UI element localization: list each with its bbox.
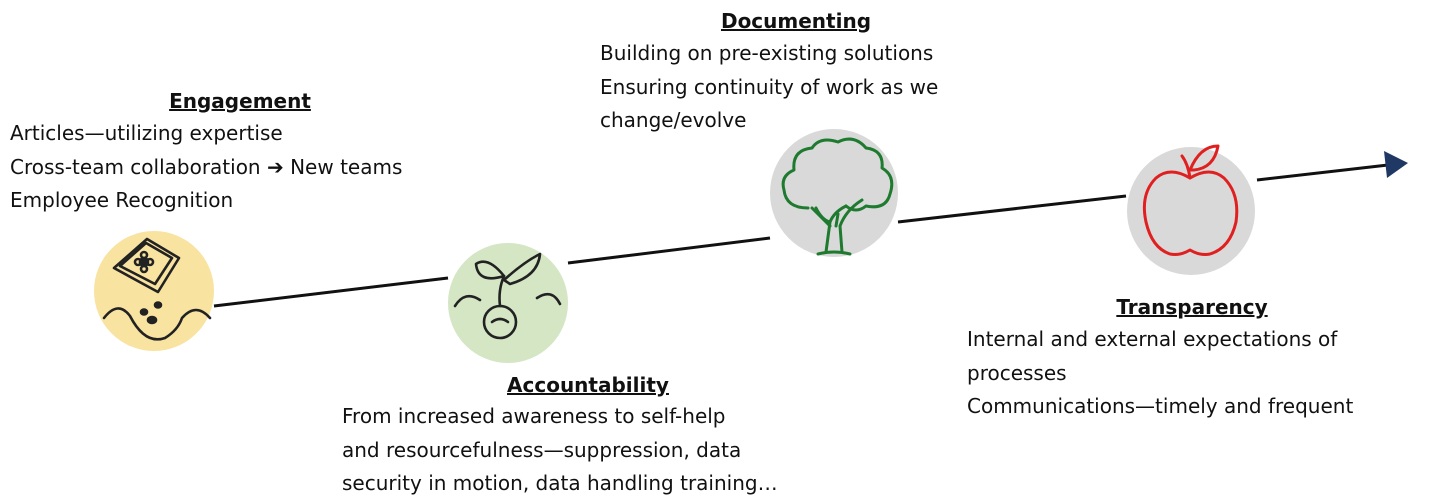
right-arrow-icon: ➔ (266, 154, 284, 179)
engagement-line-3: Employee Recognition (10, 188, 234, 212)
timeline-arrowhead (1384, 151, 1408, 178)
accountability-line-1: From increased awareness to self-help (342, 404, 726, 428)
documenting-line-1: Building on pre-existing solutions (600, 41, 934, 65)
accountability-description: From increased awareness to self-help an… (342, 400, 778, 501)
accountability-title: Accountability (507, 373, 669, 397)
transparency-description: Internal and external expectations of pr… (967, 323, 1353, 424)
transparency-title: Transparency (1116, 295, 1268, 319)
documenting-line-2: Ensuring continuity of work as we (600, 74, 939, 99)
transparency-line-1: Internal and external expectations of (967, 327, 1338, 351)
tree-icon (781, 137, 894, 256)
timeline-line (213, 163, 1389, 308)
documenting-circle (770, 129, 898, 257)
documenting-title: Documenting (720, 9, 872, 33)
engagement-description: Articles—utilizing expertise Cross-team … (10, 117, 402, 218)
engagement-title: Engagement (169, 89, 311, 113)
transparency-line-3: Communications—timely and frequent (967, 394, 1354, 418)
timeline-segment-1 (213, 276, 449, 308)
engagement-line-2-text: Cross-team collaboration (10, 154, 261, 179)
sprout-icon (453, 252, 562, 340)
accountability-line-2: and resourcefulness—suppression, data (342, 437, 742, 462)
accountability-line-3: security in motion, data handling traini… (342, 471, 778, 495)
documenting-line-3: change/evolve (600, 108, 747, 132)
documenting-description: Building on pre-existing solutions Ensur… (600, 37, 938, 138)
apple-icon (1142, 144, 1239, 256)
engagement-line-1: Articles—utilizing expertise (10, 121, 283, 145)
accountability-circle (448, 243, 568, 363)
engagement-arrow-target: New teams (290, 154, 403, 179)
timeline-segment-2 (567, 236, 771, 265)
timeline-segment-4 (1256, 163, 1389, 182)
timeline-segment-3 (897, 194, 1127, 224)
engagement-line-2: Cross-team collaboration ➔ New teams (10, 151, 402, 185)
seed-packet-icon (102, 237, 212, 341)
transparency-line-2: processes (967, 360, 1067, 385)
